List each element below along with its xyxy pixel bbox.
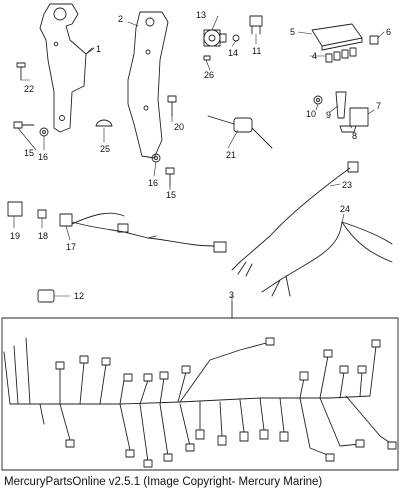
- relay-7: [349, 107, 369, 127]
- screw-22: [16, 62, 26, 81]
- sensor-21: [207, 115, 273, 149]
- fuse-block-5: [311, 23, 363, 51]
- harness-3-connectors: [55, 337, 397, 468]
- harness-17: [59, 212, 227, 253]
- callout-1: 1: [96, 44, 101, 54]
- callout-15-right: 15: [166, 190, 176, 200]
- callout-labels: 1 2 3 4 5 6 7 8 9 10 11 12 13 14 15 15 1…: [10, 10, 391, 301]
- screw-15-left: [13, 121, 35, 129]
- clip-25: [95, 119, 113, 127]
- harness-23: [231, 161, 359, 277]
- callout-20: 20: [174, 122, 184, 132]
- callout-23: 23: [342, 180, 352, 190]
- callout-25: 25: [100, 144, 110, 154]
- component-13: [203, 29, 227, 47]
- harness-3: [3, 337, 393, 463]
- washer-16-left: [39, 127, 49, 137]
- clip-6: [369, 35, 379, 45]
- callout-21: 21: [226, 150, 236, 160]
- bushing-10: [313, 95, 323, 105]
- harness-3-frame: [1, 301, 399, 471]
- connector-18: [37, 209, 47, 219]
- callout-19: 19: [10, 231, 20, 241]
- callout-6: 6: [386, 27, 391, 37]
- screw-15-right: [165, 167, 175, 187]
- callout-7: 7: [376, 101, 381, 111]
- callout-9: 9: [326, 110, 331, 120]
- connector-19: [7, 201, 23, 217]
- callout-15-left: 15: [24, 148, 34, 158]
- screw-20: [167, 95, 177, 117]
- fitting-14: [232, 34, 240, 42]
- bracket-1: [39, 3, 95, 133]
- callout-5: 5: [290, 27, 295, 37]
- callout-10: 10: [306, 109, 316, 119]
- callout-24: 24: [340, 204, 350, 214]
- fuse-11: [249, 15, 263, 35]
- clip-8: [339, 125, 357, 133]
- callout-16-right: 16: [148, 178, 158, 188]
- callout-17: 17: [66, 242, 76, 252]
- bracket-9: [335, 91, 347, 119]
- copyright-footer: MercuryPartsOnline v2.5.1 (Image Copyrig…: [4, 476, 323, 488]
- callout-14: 14: [228, 48, 238, 58]
- callout-8: 8: [352, 131, 357, 141]
- callout-2: 2: [118, 14, 123, 24]
- callout-12: 12: [74, 291, 84, 301]
- bracket-2: [127, 11, 169, 159]
- callout-26: 26: [204, 70, 214, 80]
- callout-3: 3: [229, 290, 234, 300]
- callout-13: 13: [196, 10, 206, 20]
- fuses-4: [325, 47, 357, 63]
- callout-11: 11: [252, 46, 261, 56]
- leader-lines: [13, 15, 385, 303]
- callout-22: 22: [24, 84, 34, 94]
- callout-18: 18: [38, 231, 48, 241]
- bolt-26: [203, 55, 211, 61]
- connector-12: [37, 289, 55, 303]
- harness-24: [261, 221, 393, 297]
- callout-4: 4: [312, 51, 317, 61]
- callout-16-left: 16: [38, 152, 48, 162]
